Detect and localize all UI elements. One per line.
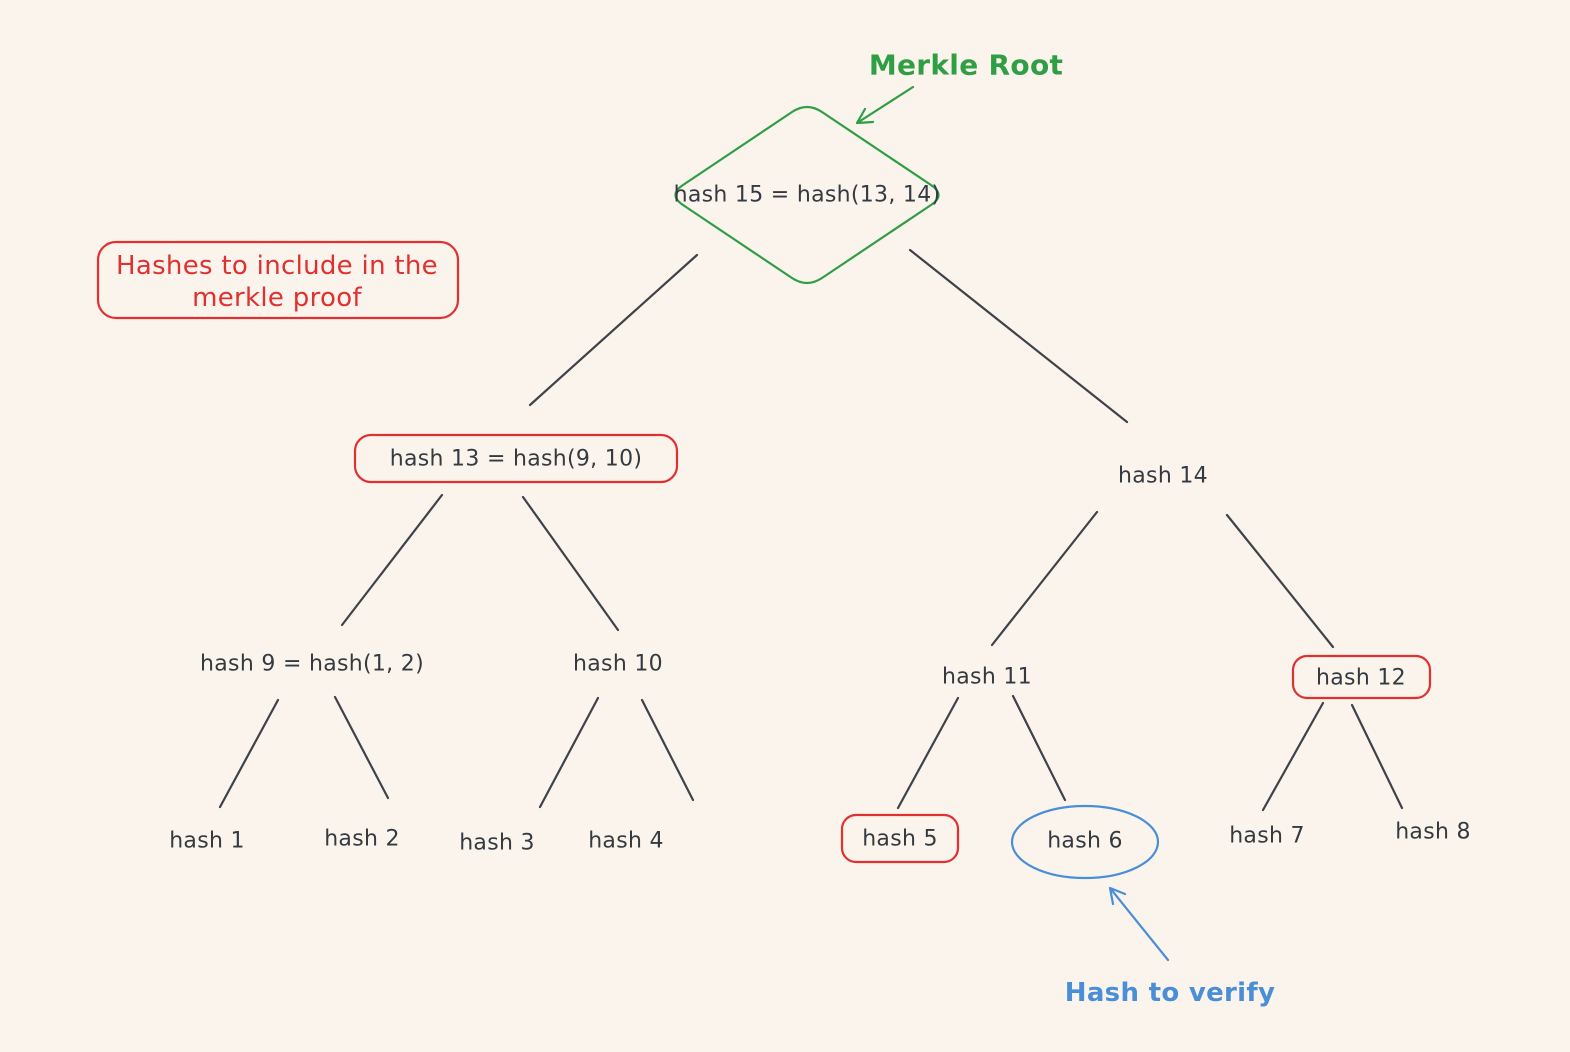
node-hash12-label: hash 12 [1316, 666, 1406, 691]
merkle-root-annotation: Merkle Root [855, 49, 1063, 125]
node-hash15-label: hash 15 = hash(13, 14) [674, 183, 941, 208]
verify-label: Hash to verify [1065, 978, 1275, 1008]
edge-hash14-hash12 [1225, 513, 1335, 649]
node-hash11-label: hash 11 [942, 665, 1032, 690]
edge-hash11-hash6 [1011, 694, 1067, 802]
node-hash10-label: hash 10 [573, 652, 663, 677]
node-hash6-ellipse [1010, 804, 1160, 880]
node-hash7: hash 7 [1229, 824, 1305, 849]
edge-hash12-hash8 [1350, 703, 1404, 810]
node-hash14: hash 14 [1118, 464, 1208, 489]
node-hash2-label: hash 2 [324, 827, 400, 852]
node-hash3-label: hash 3 [459, 831, 535, 856]
node-hash9: hash 9 = hash(1, 2) [200, 652, 424, 677]
edge-hash9-hash2 [333, 695, 390, 800]
edge-hash13-hash10 [521, 495, 620, 632]
node-hash12-box [1291, 654, 1432, 700]
node-hash6: hash 6 [1010, 804, 1160, 880]
node-hash14-label: hash 14 [1118, 464, 1208, 489]
edge-hash13-hash9 [340, 493, 444, 627]
proof-legend-box [96, 240, 460, 320]
merkle-root-diamond-shape [674, 105, 940, 285]
node-hash4-label: hash 4 [588, 829, 664, 854]
node-hash13-box [353, 433, 679, 484]
edge-hash15-hash13 [528, 253, 699, 407]
proof-legend: Hashes to include in the merkle proof [96, 240, 460, 320]
merkle-root-arrow [855, 85, 915, 125]
edge-hash15-hash14 [908, 248, 1129, 424]
node-hash2: hash 2 [324, 827, 400, 852]
node-hash13: hash 13 = hash(9, 10) [353, 433, 679, 484]
node-hash13-label: hash 13 = hash(9, 10) [390, 447, 643, 472]
edge-hash12-hash7 [1261, 701, 1325, 812]
proof-legend-line1: Hashes to include in the [116, 251, 438, 281]
verify-annotation: Hash to verify [1065, 886, 1275, 1008]
node-hash5: hash 5 [840, 813, 960, 864]
node-hash1: hash 1 [169, 829, 245, 854]
node-hash5-label: hash 5 [862, 827, 938, 852]
node-hash11: hash 11 [942, 665, 1032, 690]
node-hash3: hash 3 [459, 831, 535, 856]
merkle-root-label: Merkle Root [869, 49, 1063, 82]
node-hash10: hash 10 [573, 652, 663, 677]
node-hash6-label: hash 6 [1047, 829, 1123, 854]
node-hash5-box [840, 813, 960, 864]
tree-edges [218, 248, 1404, 812]
edge-hash9-hash1 [218, 698, 280, 809]
verify-arrow [1108, 886, 1170, 962]
node-hash8-label: hash 8 [1395, 820, 1471, 845]
proof-legend-line2: merkle proof [192, 283, 362, 313]
edge-hash10-hash3 [538, 696, 600, 809]
node-hash12: hash 12 [1291, 654, 1432, 700]
node-hash7-label: hash 7 [1229, 824, 1305, 849]
node-hash4: hash 4 [588, 829, 664, 854]
edge-hash10-hash4 [640, 698, 695, 802]
edge-hash11-hash5 [896, 696, 960, 810]
node-hash1-label: hash 1 [169, 829, 245, 854]
node-hash8: hash 8 [1395, 820, 1471, 845]
node-hash9-label: hash 9 = hash(1, 2) [200, 652, 424, 677]
edge-hash14-hash11 [990, 510, 1099, 647]
node-hash15: hash 15 = hash(13, 14) [674, 105, 941, 285]
